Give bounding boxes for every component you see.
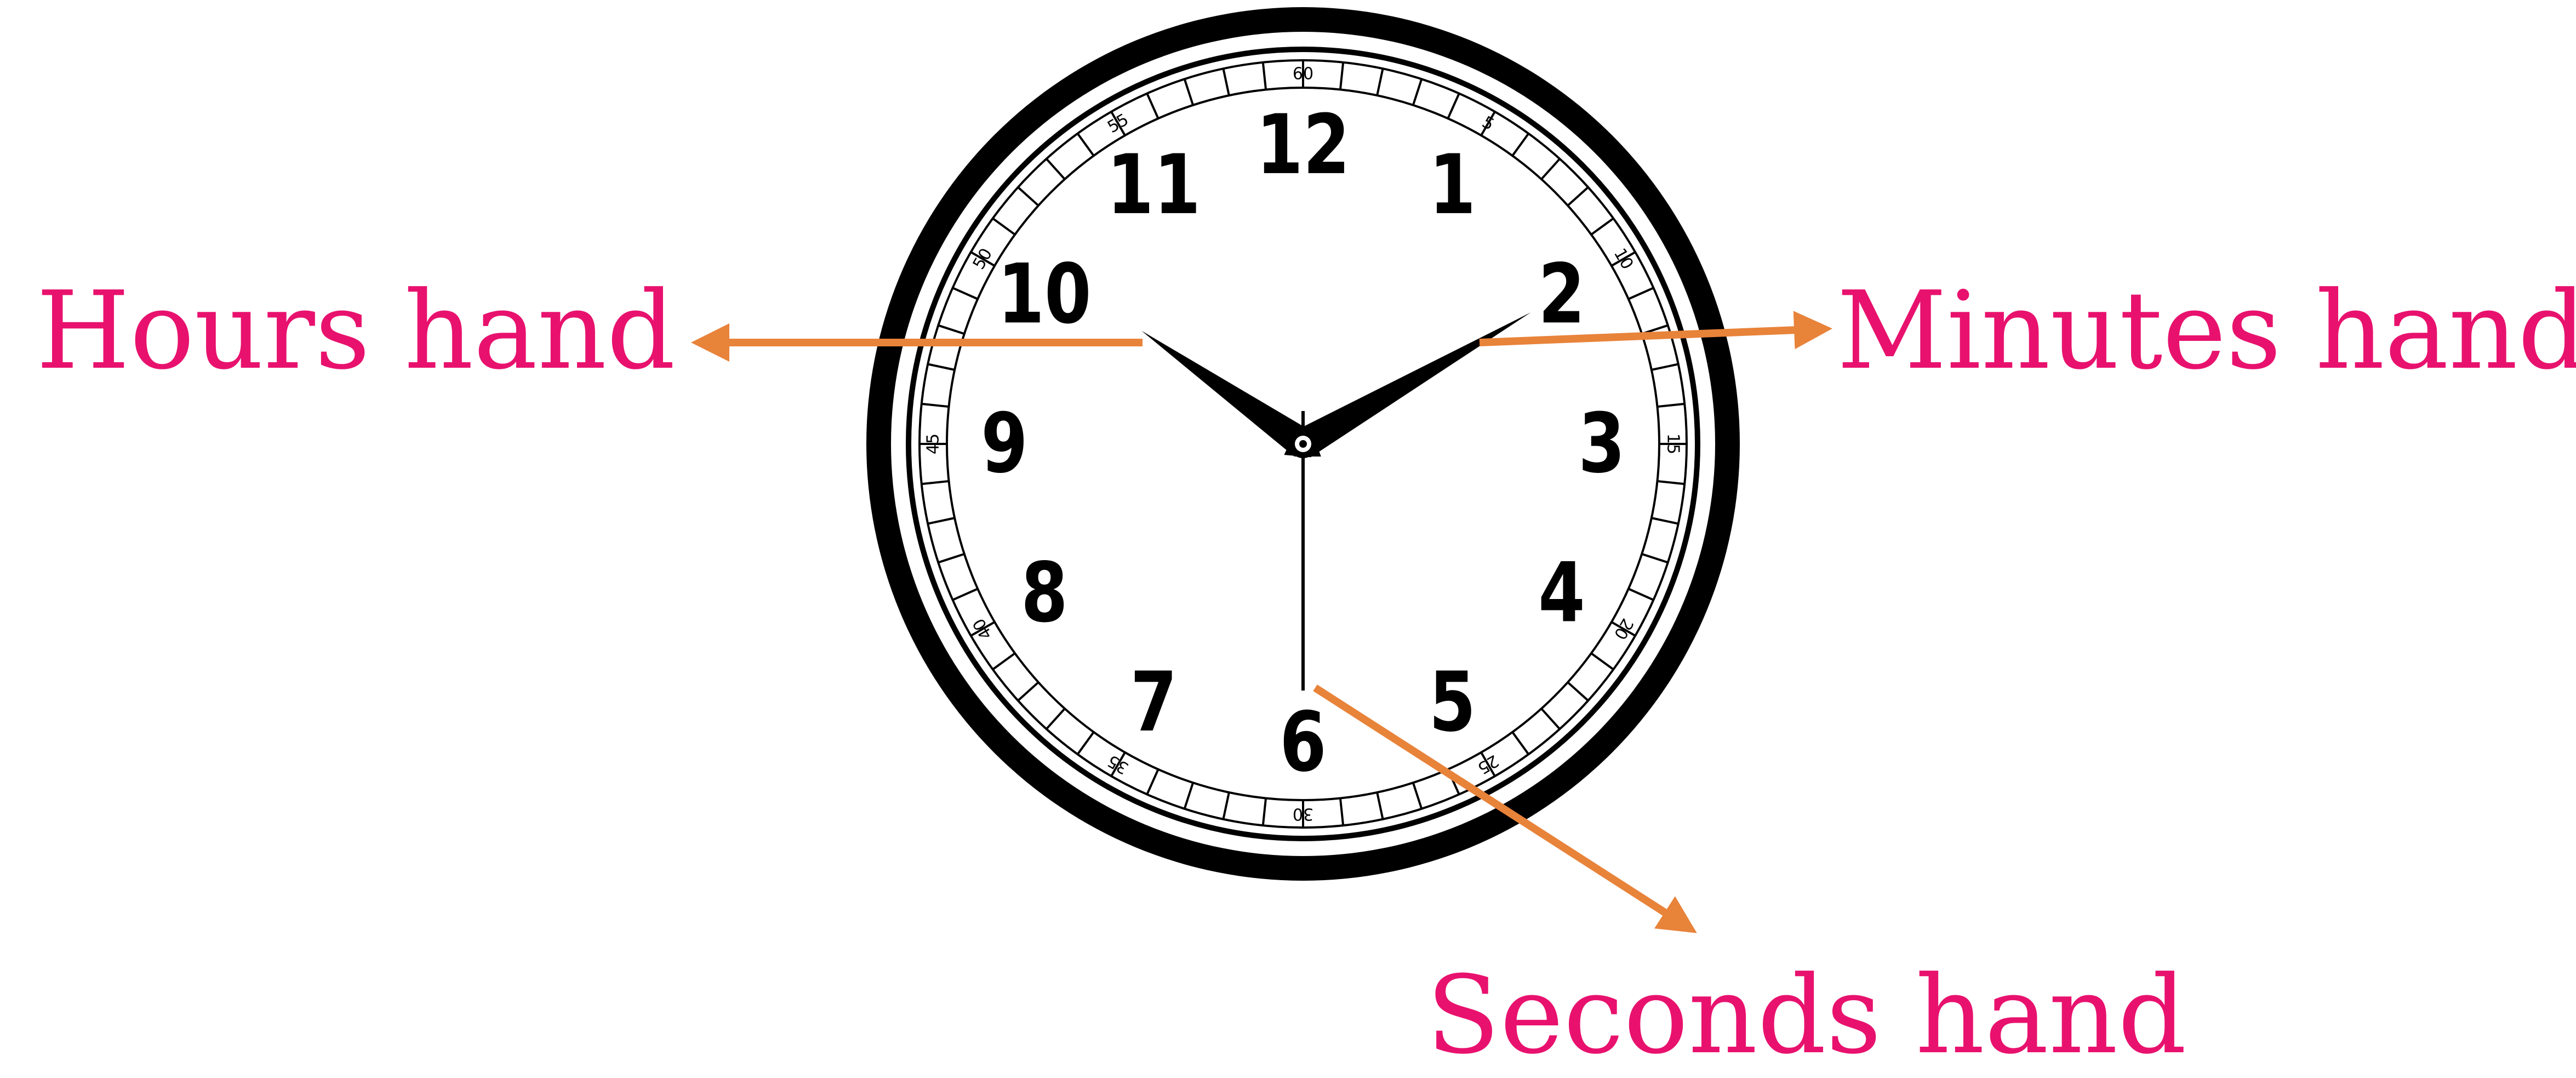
hour-numeral: 12: [1256, 98, 1350, 193]
minutes-hand-label: Minutes hand: [1837, 277, 2576, 385]
hour-numeral: 3: [1578, 396, 1625, 492]
hour-numeral: 1: [1429, 138, 1476, 233]
minute-marker-label: 60: [1293, 65, 1313, 84]
minute-marker-label: 45: [924, 434, 943, 454]
hour-numeral: 10: [997, 247, 1091, 343]
hour-numeral: 9: [981, 396, 1028, 492]
hour-numeral: 4: [1538, 546, 1585, 641]
center-pin: [1299, 440, 1307, 448]
hour-numeral: 11: [1107, 138, 1201, 233]
hour-numeral: 2: [1538, 247, 1585, 343]
minute-marker-label: 15: [1664, 434, 1683, 454]
hour-numeral: 7: [1130, 655, 1178, 750]
minute-marker-label: 30: [1293, 805, 1313, 824]
hour-numeral: 5: [1429, 655, 1476, 750]
hours-hand-label: Hours hand: [36, 277, 676, 385]
seconds-hand-label: Seconds hand: [1426, 962, 2186, 1069]
hour-numeral: 8: [1021, 546, 1068, 641]
hour-numeral: 6: [1280, 695, 1327, 790]
